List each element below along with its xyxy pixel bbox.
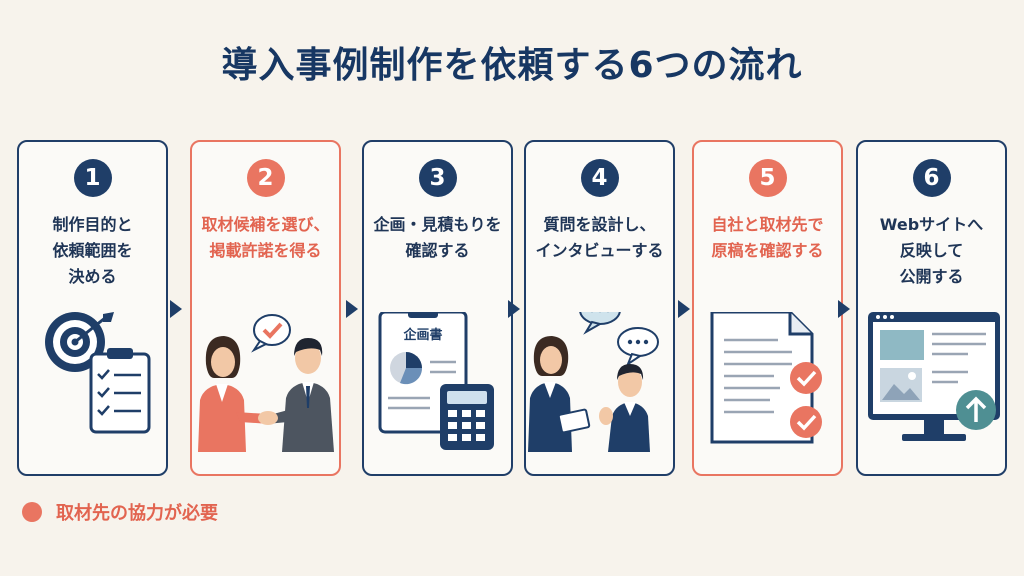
- upload-arrow-icon: [956, 390, 996, 430]
- step-label-line: 依頼範囲を: [52, 241, 133, 260]
- plan-calculator-illustration: 企画書: [364, 312, 511, 452]
- step-card-4: 4 質問を設計し、 インタビューする: [524, 140, 675, 476]
- interview-illustration: [526, 312, 673, 452]
- step-number-badge: 2: [246, 159, 285, 197]
- arrow-right-icon: [838, 300, 850, 318]
- legend-marker-icon: [22, 502, 42, 522]
- arrow-right-icon: [508, 300, 520, 318]
- step-label-line: インタビューする: [535, 241, 664, 260]
- step-label-line: 質問を設計し、: [543, 215, 656, 234]
- arrow-right-icon: [678, 300, 690, 318]
- step-label-line: 確認する: [405, 241, 470, 260]
- step-number-badge: 3: [418, 159, 457, 197]
- interviewer-figure: [528, 336, 591, 452]
- step-label: 企画・見積もりを 確認する: [370, 212, 505, 264]
- step-card-2: 2 取材候補を選び、 掲載許諾を得る: [190, 140, 341, 476]
- legend: 取材先の協力が必要: [22, 498, 218, 526]
- clipboard-document-icon: 企画書: [378, 312, 468, 434]
- step-label-line: 自社と取材先で: [711, 215, 824, 234]
- step-number-badge: 5: [748, 159, 787, 197]
- man-figure: [282, 338, 334, 452]
- step-label-line: 反映して: [899, 241, 964, 260]
- check-circle-icon: [790, 406, 822, 438]
- step-number-badge: 6: [912, 159, 951, 197]
- step-label-line: 公開する: [899, 267, 964, 286]
- arrow-right-icon: [170, 300, 182, 318]
- step-card-3: 3 企画・見積もりを 確認する 企画書: [362, 140, 513, 476]
- check-bubble-icon: [251, 314, 291, 353]
- step-label: Webサイトへ 反映して 公開する: [864, 212, 999, 290]
- target-icon: [45, 312, 114, 372]
- handshake-illustration: [192, 312, 339, 452]
- woman-figure: [198, 336, 246, 452]
- legend-label: 取材先の協力が必要: [56, 503, 218, 524]
- manuscript-check-illustration: [694, 312, 841, 452]
- step-label-line: 掲載許諾を得る: [209, 241, 322, 260]
- step-label: 取材候補を選び、 掲載許諾を得る: [198, 212, 333, 264]
- step-label-line: 決める: [68, 267, 117, 286]
- arrow-right-icon: [346, 300, 358, 318]
- interviewee-figure: [599, 364, 650, 452]
- step-label: 質問を設計し、 インタビューする: [532, 212, 667, 264]
- checklist-icon: [89, 348, 151, 434]
- step-number-badge: 1: [73, 159, 112, 197]
- step-label-line: 制作目的と: [52, 215, 133, 234]
- step-card-1: 1 制作目的と 依頼範囲を 決める: [17, 140, 168, 476]
- step-label: 制作目的と 依頼範囲を 決める: [25, 212, 160, 290]
- page-title: 導入事例制作を依頼する6つの流れ: [221, 45, 803, 86]
- target-checklist-illustration: [19, 312, 166, 452]
- step-label-line: 企画・見積もりを: [373, 215, 502, 234]
- step-card-5: 5 自社と取材先で 原稿を確認する: [692, 140, 843, 476]
- step-card-6: 6 Webサイトへ 反映して 公開する: [856, 140, 1007, 476]
- website-publish-illustration: [858, 312, 1005, 452]
- speech-bubble-icon: [579, 312, 621, 335]
- step-label-line: 原稿を確認する: [711, 241, 824, 260]
- handshake-icon: [236, 410, 288, 425]
- calculator-icon: [440, 384, 494, 450]
- step-label-line: 取材候補を選び、: [201, 215, 330, 234]
- step-label-line: Webサイトへ: [879, 215, 984, 234]
- check-circle-icon: [790, 362, 822, 394]
- step-number-badge: 4: [580, 159, 619, 197]
- document-title: 企画書: [402, 327, 442, 343]
- step-label: 自社と取材先で 原稿を確認する: [700, 212, 835, 264]
- speech-bubble-icon: [617, 327, 659, 367]
